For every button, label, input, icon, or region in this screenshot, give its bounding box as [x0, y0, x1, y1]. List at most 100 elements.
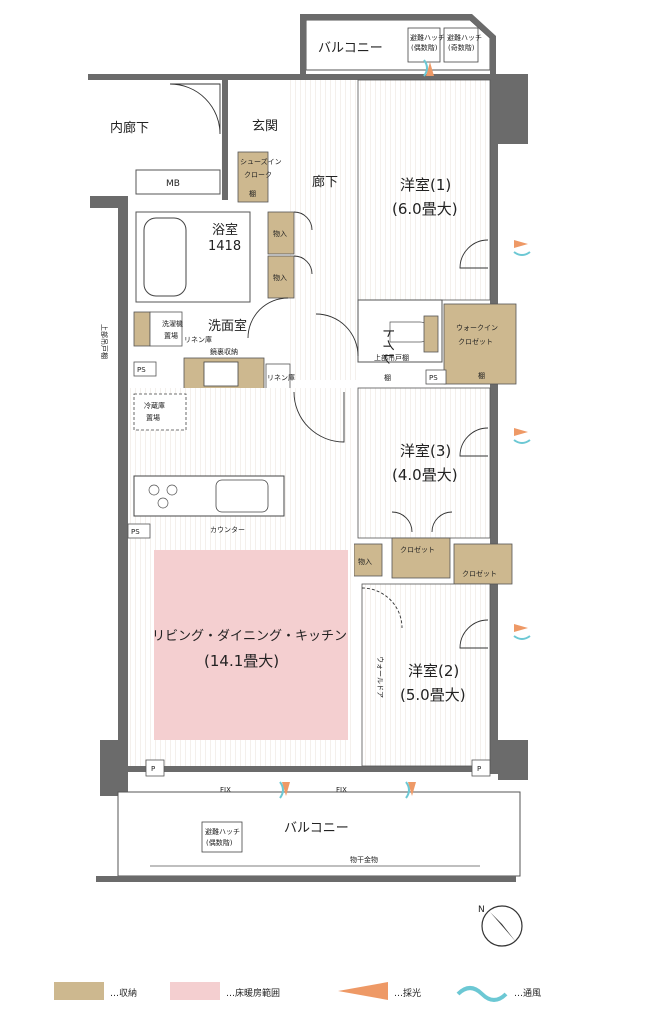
ventilation-icon-room1: [513, 251, 531, 256]
room-1-window-door: [459, 239, 489, 269]
linen-storage: [265, 363, 291, 393]
ventilation-icon: [456, 986, 508, 1002]
ldk-name: リビング・ダイニング・キッチン: [152, 629, 347, 644]
svg-text:置場: 置場: [164, 331, 178, 340]
washroom-door: [247, 297, 289, 339]
svg-text:リネン庫: リネン庫: [184, 335, 212, 344]
p-box-left: [145, 759, 165, 777]
storage-doors: [293, 211, 313, 275]
svg-text:(偶数階): (偶数階): [411, 43, 438, 52]
svg-text:避難ハッチ: 避難ハッチ: [205, 827, 240, 836]
ventilation-icon-room2-bottom: [405, 781, 410, 799]
legend-storage: …収納: [110, 987, 137, 999]
room-1-name: 洋室(1): [400, 176, 451, 194]
stove-burner-1: [148, 484, 160, 496]
closet-a: [391, 537, 451, 579]
svg-text:クローク: クローク: [244, 171, 272, 179]
balcony-top-label: バルコニー: [318, 41, 383, 56]
svg-text:鏡裏収納: 鏡裏収納: [210, 347, 238, 356]
escape-hatch-even: [407, 27, 441, 63]
daylight-icon-ldk: [282, 782, 290, 796]
sink: [203, 361, 239, 387]
svg-text:物入: 物入: [273, 229, 287, 238]
balcony-top: バルコニー 避難ハッチ (偶数階) 避難ハッチ (奇数階): [300, 14, 496, 74]
closet-b: [453, 543, 513, 585]
svg-text:PS: PS: [137, 366, 146, 374]
room-2: [361, 583, 491, 767]
ldk-size: (14.1畳大): [204, 652, 279, 670]
kitchen-sink: [215, 479, 269, 513]
toilet-label: トイレ: [380, 326, 395, 365]
room-3-name: 洋室(3): [400, 442, 451, 460]
svg-text:(奇数階): (奇数階): [448, 43, 475, 52]
storage-b: [267, 255, 295, 299]
room-2-size: (5.0畳大): [400, 686, 466, 704]
wall-door: [361, 587, 403, 629]
svg-text:FIX: FIX: [220, 786, 231, 794]
balcony-bottom-label: バルコニー: [284, 821, 349, 836]
svg-text:PS: PS: [429, 374, 438, 382]
ldk-door: [293, 391, 345, 443]
outer-walls: [88, 74, 528, 796]
floor-heating-swatch: [170, 982, 220, 1000]
svg-text:P: P: [477, 765, 481, 773]
svg-text:クロゼット: クロゼット: [458, 337, 493, 346]
storage-c: [353, 543, 383, 577]
storage-a: [267, 211, 295, 255]
toilet-cabinet: [423, 315, 439, 353]
daylight-icon-room2-bottom: [408, 782, 416, 796]
toilet-door: [315, 313, 359, 357]
svg-text:P: P: [151, 765, 155, 773]
ventilation-icon-room3: [513, 439, 531, 444]
bath-size: 1418: [208, 239, 241, 254]
meter-box: [135, 169, 221, 195]
svg-text:物入: 物入: [358, 557, 372, 566]
legend-floor-heating: …床暖房範囲: [226, 987, 280, 999]
escape-hatch-bottom: [201, 821, 243, 853]
bathtub: [143, 217, 187, 297]
legend-ventilation: …通風: [514, 988, 541, 999]
room-1-size: (6.0畳大): [392, 200, 458, 218]
svg-text:冷蔵庫: 冷蔵庫: [144, 401, 165, 410]
svg-text:カウンター: カウンター: [210, 525, 245, 534]
daylight-icon-room2: [514, 624, 528, 632]
daylight-markers: [282, 62, 528, 796]
washer-space: [149, 311, 183, 347]
bath-label: 浴室: [212, 222, 238, 238]
room-3-closet-doors: [391, 511, 453, 533]
svg-text:クロゼット: クロゼット: [400, 545, 435, 554]
escape-hatch-odd: [443, 27, 479, 63]
svg-text:物入: 物入: [273, 273, 287, 282]
ps-closet: [425, 369, 447, 385]
svg-text:クロゼット: クロゼット: [462, 569, 497, 578]
walk-in-closet: [443, 303, 517, 385]
svg-text:FIX: FIX: [336, 786, 347, 794]
svg-text:ウォークイン: ウォークイン: [456, 324, 498, 332]
shoes-in-cloak: [237, 151, 269, 203]
stove-burner-2: [166, 484, 178, 496]
upper-cabinet-wash: [133, 311, 151, 347]
ventilation-icon-top: [423, 59, 428, 77]
room-2-name: 洋室(2): [408, 662, 459, 680]
daylight-icon: [338, 982, 388, 1000]
ventilation-icon-room2: [513, 635, 531, 640]
svg-text:物干金物: 物干金物: [350, 855, 378, 864]
wall-door-label: ウォールドア: [376, 656, 384, 698]
room-3: [357, 387, 491, 539]
svg-text:シューズイン: シューズイン: [240, 157, 282, 166]
svg-text:PS: PS: [131, 528, 140, 536]
svg-text:リネン庫: リネン庫: [267, 373, 295, 382]
daylight-icon-top: [426, 62, 434, 76]
room-3-size: (4.0畳大): [392, 466, 458, 484]
ps-kitchen: [127, 523, 151, 539]
ventilation-markers: [279, 59, 531, 799]
svg-text:棚: 棚: [384, 373, 391, 382]
compass: N: [478, 905, 523, 947]
ventilation-icon-ldk: [279, 781, 284, 799]
compass-icon: [481, 905, 523, 947]
ps-wash: [133, 361, 157, 377]
room-2-window-door: [459, 619, 489, 649]
daylight-icon-room1: [514, 240, 528, 248]
corridor-label: 廊下: [312, 174, 338, 190]
